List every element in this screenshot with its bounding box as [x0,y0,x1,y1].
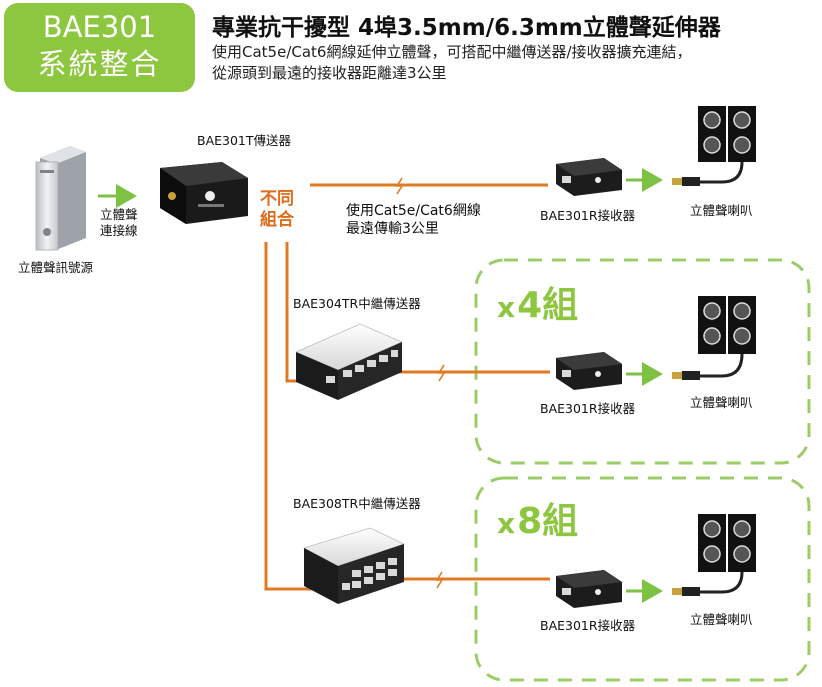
page-subtitle: 使用Cat5e/Cat6網線延伸立體聲，可搭配中繼傳送器/接收器擴充連結， 從源… [212,42,692,84]
group-box-8 [474,476,811,682]
speaker-pair-icon [698,514,756,594]
group-count-8-value: 8組 [517,501,579,542]
relay-switch-icon [302,527,406,604]
cable-note-line-2: 最遠傳輸3公里 [346,221,439,237]
audio-jack-icon [672,587,700,596]
group-box-4 [474,258,811,465]
receiver-label-1: BAE301R接收器 [540,208,636,223]
group-count-4: x4組 [497,276,578,328]
transmitter-box-icon [160,162,248,224]
subtitle-line-2: 從源頭到最遠的接收器距離達3公里 [212,64,447,82]
group-count-8: x8組 [497,492,578,544]
speaker-label-3: 立體聲喇叭 [690,612,753,627]
badge-caption: 系統整合 [37,47,162,81]
relay4-label: BAE304TR中繼傳送器 [293,296,421,311]
input-link-line-2: 連接線 [100,223,138,238]
combination-line-1: 不同 [260,189,294,209]
pc-tower-icon [35,146,86,251]
input-link-label: 立體聲 連接線 [100,207,138,239]
product-badge: BAE301 系統整合 [4,3,195,92]
speaker-pair-icon [698,106,756,184]
receiver-box-icon [556,158,622,196]
cable-note-line-1: 使用Cat5e/Cat6網線 [346,203,481,219]
group-count-4-value: 4組 [517,285,579,326]
group-count-4-prefix: x [497,291,516,324]
receiver-label-2: BAE301R接收器 [540,401,636,416]
speaker-label-2: 立體聲喇叭 [690,395,753,410]
receiver-label-3: BAE301R接收器 [540,618,636,633]
relay-switch-icon [294,323,404,400]
transmitter-label: BAE301T傳送器 [197,133,292,148]
group-count-8-prefix: x [497,507,516,540]
audio-jack-icon [672,371,700,380]
signal-arrows [98,168,663,603]
subtitle-line-1: 使用Cat5e/Cat6網線延伸立體聲，可搭配中繼傳送器/接收器擴充連結， [212,43,692,61]
combination-line-2: 組合 [260,210,294,230]
receiver-box-icon [556,570,622,608]
page-title: 專業抗干擾型 4埠3.5mm/6.3mm立體聲延伸器 [212,15,721,41]
source-label: 立體聲訊號源 [18,260,94,275]
cable-note: 使用Cat5e/Cat6網線 最遠傳輸3公里 [346,202,481,238]
combination-label: 不同 組合 [260,189,294,231]
input-link-line-1: 立體聲 [100,207,138,222]
relay8-label: BAE308TR中繼傳送器 [293,496,421,511]
audio-jack-icon [672,177,700,186]
speaker-pair-icon [698,296,756,378]
receiver-box-icon [556,352,622,390]
speaker-label-1: 立體聲喇叭 [690,203,753,218]
lightning-icon [395,177,446,589]
badge-model: BAE301 [42,10,157,44]
